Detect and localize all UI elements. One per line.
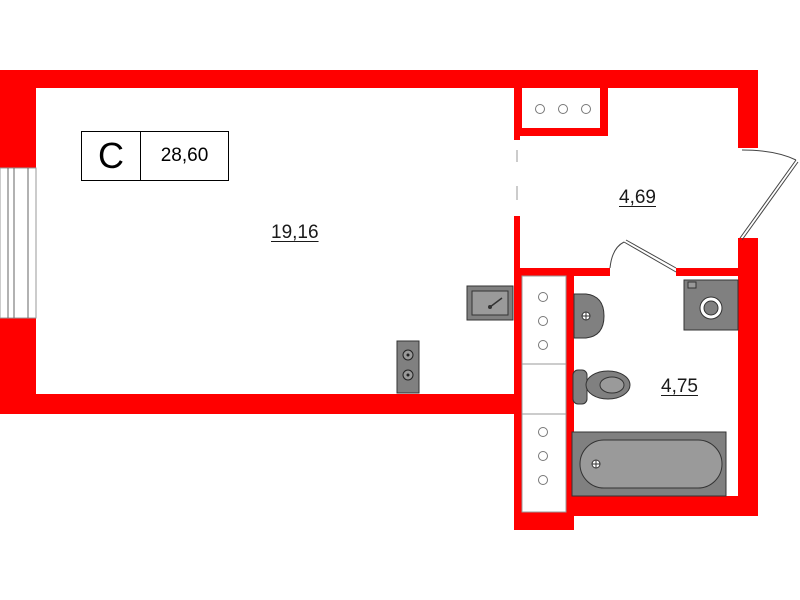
door-swing-icon	[739, 149, 799, 241]
hallway-area: 4,69	[619, 187, 656, 208]
cabinet-icon	[522, 88, 600, 128]
toilet-icon	[572, 369, 631, 405]
wall-bathroom-top-left	[514, 268, 610, 276]
washing-machine-icon	[683, 279, 739, 331]
living-room-area: 19,16	[271, 222, 319, 243]
washbasin-icon	[573, 293, 605, 339]
wall-left-upper	[0, 70, 36, 168]
wall-right-bottom	[738, 386, 758, 506]
wall-right-lower	[738, 238, 758, 388]
wall-bathroom-bottom	[566, 496, 758, 516]
kitchen-sink-icon	[466, 285, 514, 321]
cabinet-wall-frame-bottom	[514, 128, 608, 136]
window-icon	[0, 167, 37, 319]
wall-right-upper	[738, 70, 758, 148]
apartment-type-label: С	[82, 132, 141, 180]
bathroom-area: 4,75	[661, 376, 698, 397]
cabinet-wall-frame-left	[514, 88, 522, 134]
bathroom-door-swing-icon	[609, 239, 677, 273]
stove-icon	[396, 340, 420, 394]
bathtub-icon	[571, 431, 727, 497]
wall-bathroom-top-right	[676, 268, 758, 276]
wall-cabinet-left	[514, 276, 522, 530]
corridor-cabinets	[521, 275, 567, 513]
total-area-label: 28,60	[160, 145, 209, 166]
wall-bottom-living	[0, 394, 520, 414]
wall-bathroom-left	[566, 276, 574, 496]
wall-top	[0, 70, 758, 88]
cabinet-wall-frame-right	[600, 88, 608, 134]
apartment-summary-box: С 28,60	[81, 131, 229, 181]
walls	[0, 70, 758, 530]
wall-cabinet-bottom	[514, 512, 574, 530]
